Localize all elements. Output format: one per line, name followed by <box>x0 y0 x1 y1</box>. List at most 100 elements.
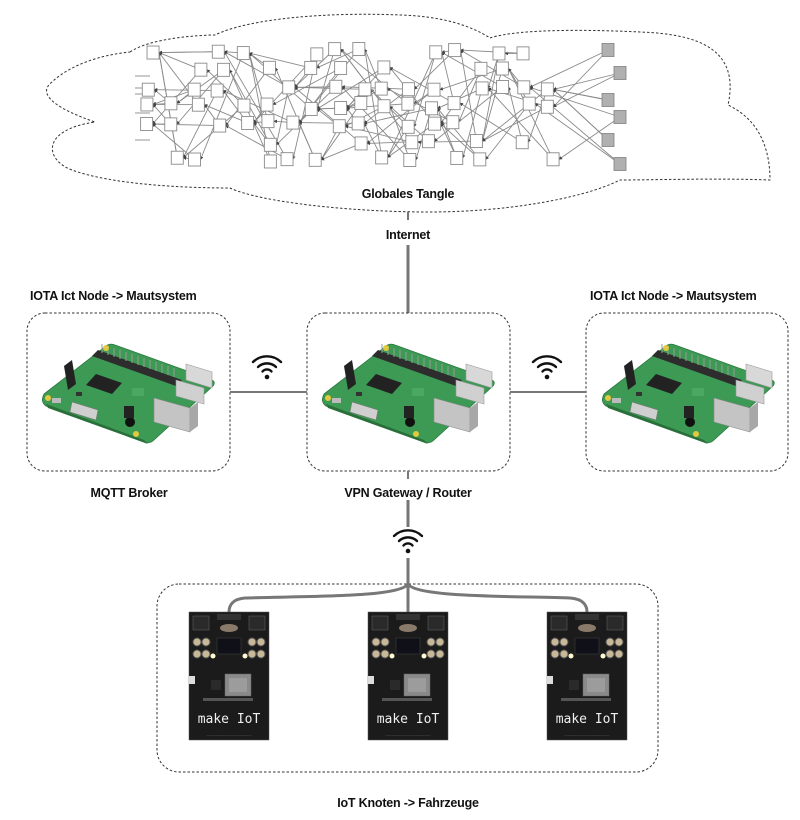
tangle-tip-transaction <box>613 66 627 80</box>
tangle-transaction <box>516 46 530 61</box>
tangle-edge <box>182 90 218 159</box>
tangle-transaction <box>304 101 318 116</box>
tangle-transaction <box>354 96 368 111</box>
tangle-edge <box>363 48 383 158</box>
tangle-edge <box>436 107 458 159</box>
tangle-edge <box>248 52 312 110</box>
tangle-transaction <box>403 153 417 167</box>
tangle-edge <box>552 88 609 101</box>
tangle-edge <box>272 67 341 105</box>
tangle-edge <box>437 107 481 160</box>
tangle-transaction <box>515 135 529 150</box>
tangle-edge <box>441 51 503 88</box>
tangle-edges <box>135 48 621 165</box>
tangle-transaction <box>375 150 389 165</box>
tangle-edge <box>340 48 413 143</box>
tangle-transaction <box>358 82 372 97</box>
tangle-edge <box>153 87 218 92</box>
node-box-left <box>26 312 231 472</box>
tangle-edge <box>158 52 202 71</box>
tangle-transaction <box>401 119 415 134</box>
tangle-transaction <box>429 45 443 60</box>
tangle-edge <box>460 49 525 88</box>
node-left-bottom-label: MQTT Broker <box>90 486 168 500</box>
tangle-transaction <box>329 79 343 94</box>
tangle-edge <box>294 86 362 144</box>
tangle-transaction <box>492 46 506 61</box>
uplink-label: Internet <box>385 228 431 242</box>
iot-board-2 <box>367 611 449 741</box>
tangle-transaction <box>191 97 205 112</box>
tangle-transaction <box>447 96 461 111</box>
tangle-edge <box>320 143 362 161</box>
tangle-transaction <box>217 62 231 77</box>
tangle-transaction <box>146 45 160 60</box>
tangle-edge <box>274 67 316 160</box>
tangle-edge <box>199 52 244 161</box>
wifi-icon-downlink <box>392 529 424 555</box>
tangle-edge <box>413 52 437 128</box>
tangle-transaction <box>427 82 441 97</box>
tangle-transaction <box>328 42 342 57</box>
tangle-transaction <box>164 96 178 111</box>
tangle-transaction <box>401 96 415 111</box>
tangle-transaction <box>428 116 442 131</box>
tangle-transaction <box>332 119 346 134</box>
tangle-transaction <box>334 61 348 75</box>
tangle-transaction <box>475 81 489 96</box>
tangle-transaction <box>141 82 155 97</box>
tangle-transaction <box>140 117 154 131</box>
iot-group-label: IoT Knoten -> Fahrzeuge <box>337 796 479 810</box>
iot-group-box <box>156 583 659 773</box>
tangle-transaction <box>522 96 536 111</box>
tangle-transaction <box>450 150 464 165</box>
tangle-edge <box>458 68 482 123</box>
tangle-edge <box>316 67 385 110</box>
tangle-transaction <box>421 134 435 149</box>
tangle-edge <box>459 49 477 142</box>
iot-board-3 <box>546 611 628 741</box>
tangle-transaction <box>194 62 208 77</box>
tangle-edge <box>389 105 411 161</box>
tangle-transaction <box>334 101 348 116</box>
tangle-transaction <box>540 82 554 97</box>
tangle-transaction <box>402 82 415 97</box>
tangle-tip-transaction <box>601 133 615 147</box>
tangle-transaction <box>187 82 201 97</box>
tangle-transaction <box>405 135 419 150</box>
tangle-transaction <box>374 81 388 96</box>
tangle-edge <box>507 67 554 160</box>
node-center-bottom-label: VPN Gateway / Router <box>344 486 472 500</box>
wifi-icon-right-link <box>531 355 563 381</box>
cable-left <box>227 582 410 613</box>
tangle-edge <box>529 49 609 88</box>
tangle-edge <box>481 106 548 142</box>
raspberry-pi-center <box>321 343 495 445</box>
tangle-transaction <box>351 116 365 131</box>
tangle-transaction <box>304 60 318 75</box>
tangle-edge <box>158 50 219 55</box>
tangle-edge <box>439 68 503 91</box>
tangle-edge <box>341 86 411 161</box>
tangle-transaction <box>425 101 439 116</box>
tangle-transaction <box>286 115 300 130</box>
tangle-edge <box>485 103 530 160</box>
tangle-edge <box>460 48 524 54</box>
tangle-transaction <box>352 42 366 56</box>
tangle-transaction <box>140 97 154 112</box>
tangle-transaction <box>496 80 510 94</box>
tangle-transaction <box>211 44 225 59</box>
tangle-transaction <box>446 115 460 130</box>
tangle-transaction <box>377 60 391 75</box>
wifi-icon-left-link <box>251 355 283 381</box>
tangle-transaction <box>310 47 324 62</box>
tangle-edge <box>223 51 289 88</box>
tangle-transaction <box>210 83 224 98</box>
tangle-transaction <box>354 136 368 151</box>
tangle-transaction <box>170 150 184 165</box>
tangle-tip-transaction <box>613 157 627 171</box>
tangle-edge <box>225 67 270 127</box>
tangle-edge <box>487 87 554 160</box>
raspberry-pi-right <box>601 343 775 445</box>
